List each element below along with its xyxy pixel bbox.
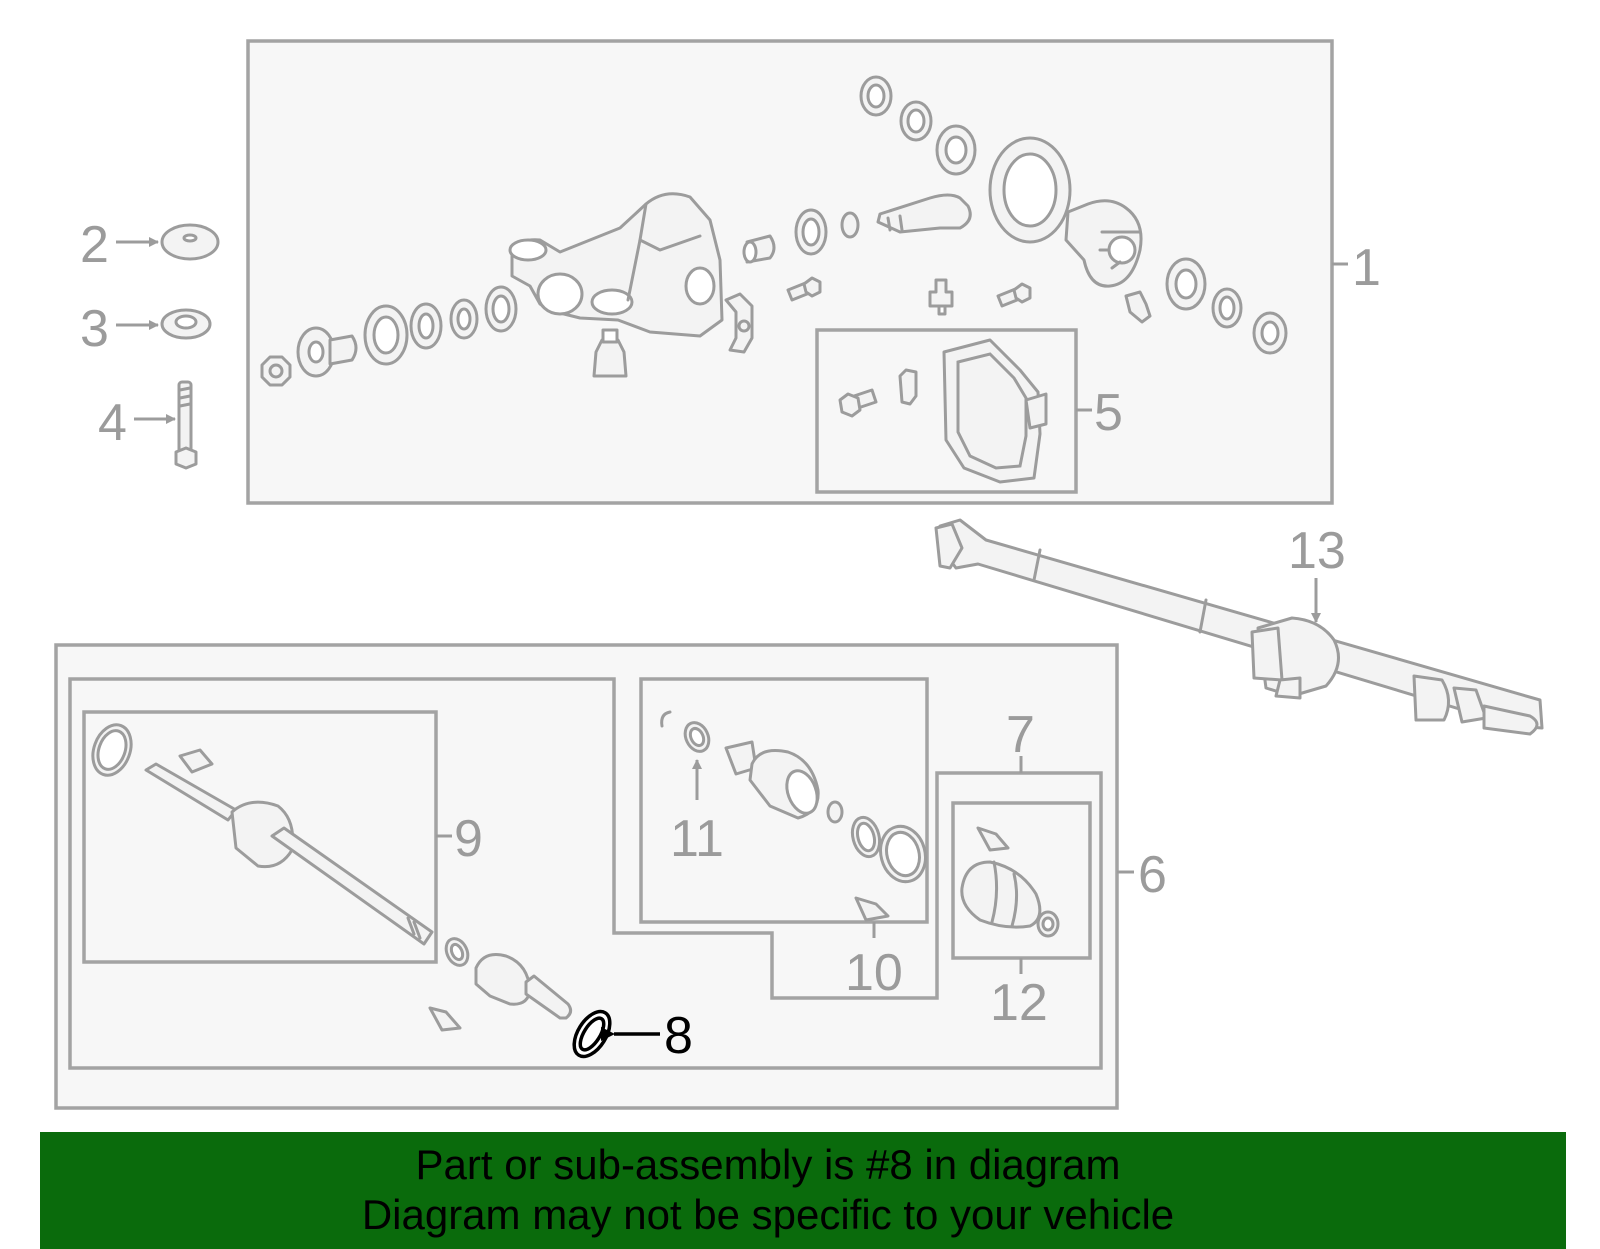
callout-6: 6 xyxy=(1138,846,1167,904)
leader-lines xyxy=(116,237,1348,974)
differential-assembly-box[interactable] xyxy=(246,39,1334,505)
selected-part-8[interactable] xyxy=(567,1005,617,1062)
callout-5: 5 xyxy=(1094,384,1123,442)
outboard-joint-box[interactable] xyxy=(639,677,929,924)
axle-parts xyxy=(91,710,1060,1032)
callout-13: 13 xyxy=(1288,522,1346,580)
left-parts xyxy=(160,223,220,470)
callout-2: 2 xyxy=(80,216,109,274)
callout-7: 7 xyxy=(1006,706,1035,764)
callout-3: 3 xyxy=(80,300,109,358)
info-banner: Part or sub-assembly is #8 in diagram Di… xyxy=(40,1132,1566,1249)
banner-line-2: Diagram may not be specific to your vehi… xyxy=(361,1191,1175,1238)
differential-parts xyxy=(260,75,1288,387)
callout-numbers: 1 2 3 4 5 6 7 8 9 10 11 12 13 xyxy=(80,216,1381,1065)
axle-assembly-outline xyxy=(68,677,1103,1070)
banner-line-1: Part or sub-assembly is #8 in diagram xyxy=(415,1141,1121,1188)
callout-12: 12 xyxy=(990,974,1048,1032)
cover-parts xyxy=(838,338,1048,484)
callout-8: 8 xyxy=(664,1007,693,1065)
callout-9: 9 xyxy=(454,810,483,868)
propeller-shaft xyxy=(934,518,1544,736)
callout-4: 4 xyxy=(98,394,127,452)
callout-10: 10 xyxy=(845,944,903,1002)
callout-11: 11 xyxy=(670,810,724,868)
callout-1: 1 xyxy=(1352,239,1381,297)
